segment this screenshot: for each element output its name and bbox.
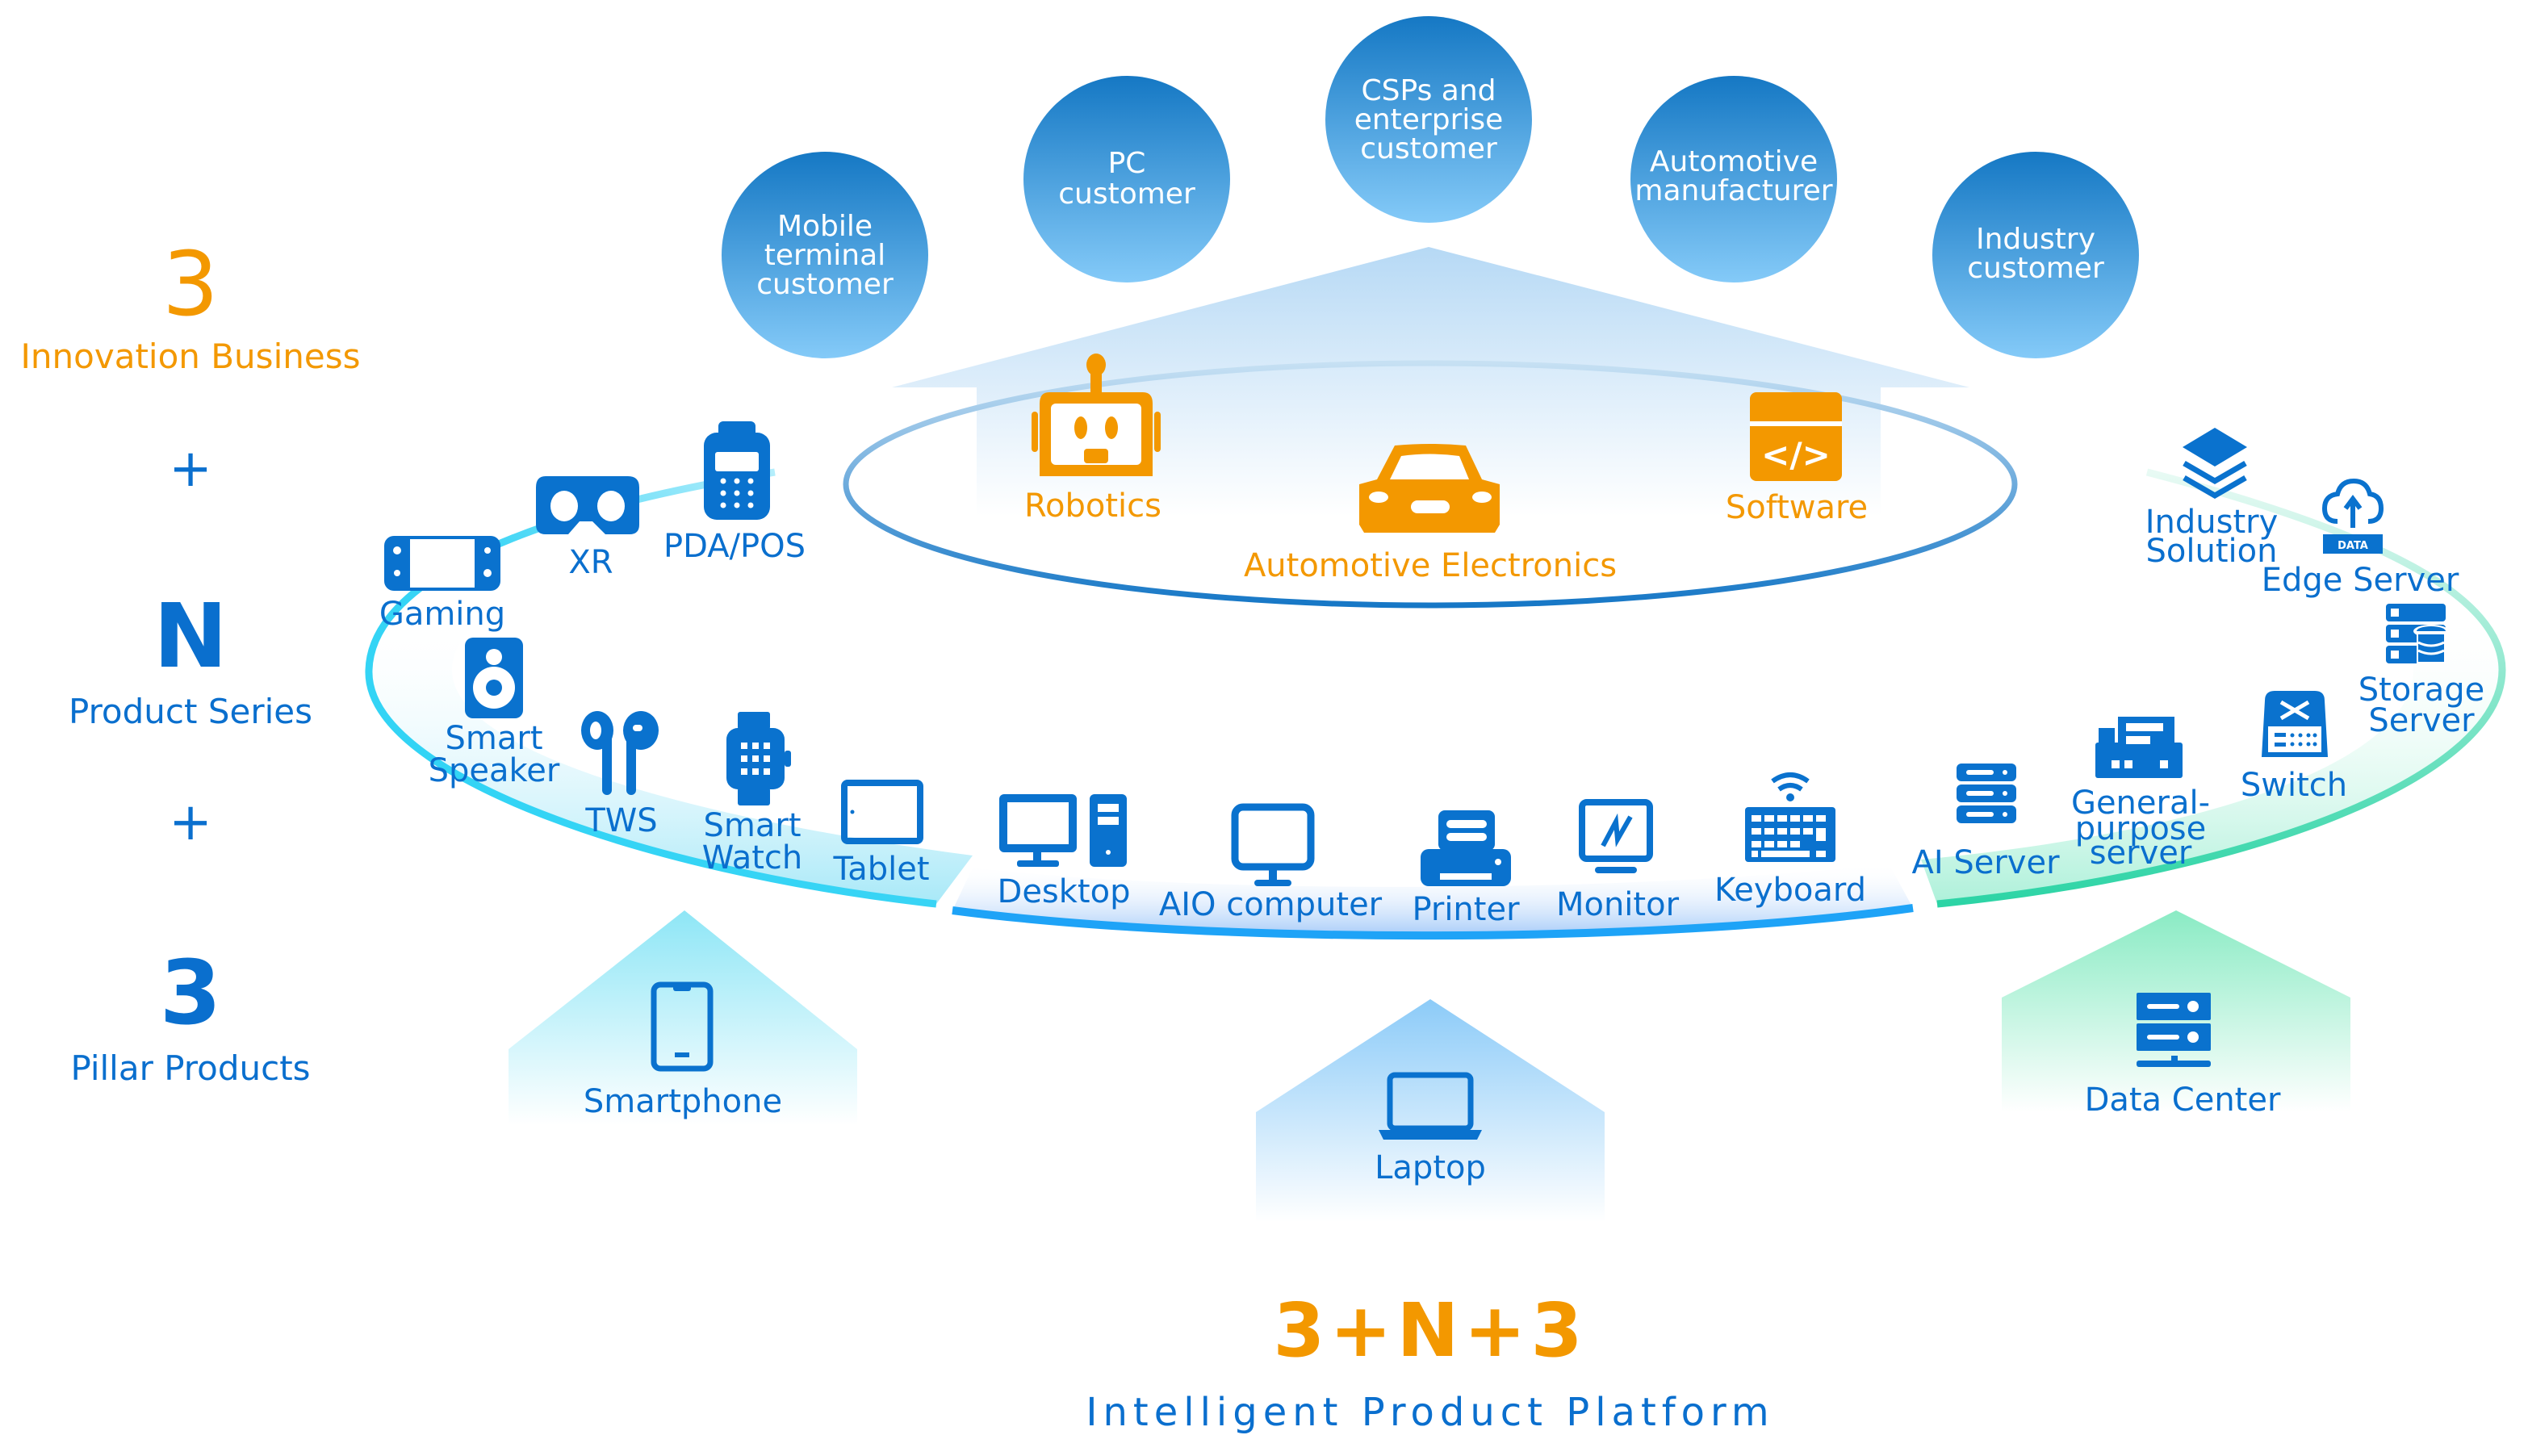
vr-headset-icon xyxy=(536,476,639,534)
switch-label: Switch xyxy=(2241,767,2347,804)
general-server-label-3: server xyxy=(2090,835,2192,872)
innovation-number: 3 xyxy=(162,232,219,336)
pda-pos-label: PDA/POS xyxy=(663,528,806,565)
upward-arrow xyxy=(892,247,1969,517)
svg-text:PC: PC xyxy=(1108,147,1146,180)
ai-server-label: AI Server xyxy=(1911,844,2060,881)
plus-sign: + xyxy=(169,439,212,499)
customer-circle: Mobile terminal customer xyxy=(722,152,928,358)
svg-text:customer: customer xyxy=(1058,178,1195,211)
speaker-icon xyxy=(465,638,523,718)
gaming-label: Gaming xyxy=(379,596,505,633)
platform-title: Intelligent Product Platform xyxy=(1086,1390,1774,1435)
plus-sign: + xyxy=(169,793,212,852)
network-switch-icon xyxy=(2262,691,2328,757)
mobile-series-arc xyxy=(366,484,973,904)
formula-title: 3+N+3 xyxy=(1273,1287,1587,1374)
printer-icon xyxy=(1421,810,1511,886)
customer-circle: Automotive manufacturer xyxy=(1630,76,1837,282)
innovation-label: Innovation Business xyxy=(21,337,361,376)
smartwatch-icon xyxy=(726,712,791,805)
customer-circle: Industry customer xyxy=(1932,152,2139,358)
smartphone-label: Smartphone xyxy=(584,1083,782,1120)
data-badge: DATA xyxy=(2338,540,2368,552)
left-legend: 3 Innovation Business + N Product Series… xyxy=(21,232,361,1088)
svg-text:CSPs and: CSPs and xyxy=(1362,74,1496,107)
tablet-label: Tablet xyxy=(832,851,929,888)
svg-text:Industry: Industry xyxy=(1976,223,2095,256)
pillar-label: Pillar Products xyxy=(70,1048,310,1088)
industry-solution-label-1: Industry xyxy=(2145,504,2279,541)
robot-icon xyxy=(1032,354,1161,476)
keyboard-label: Keyboard xyxy=(1714,872,1866,909)
earbuds-icon xyxy=(581,711,659,795)
speaker-label-2: Speaker xyxy=(429,752,560,789)
tablet-icon xyxy=(841,780,923,844)
smartphone-icon xyxy=(651,981,714,1072)
laptop-pillar xyxy=(1256,999,1605,1222)
svg-text:customer: customer xyxy=(1967,252,2104,285)
innovation-ellipse xyxy=(843,360,2018,609)
svg-text:customer: customer xyxy=(756,268,894,301)
laptop-icon xyxy=(1379,1072,1482,1140)
series-number: N xyxy=(153,584,228,688)
pillar-number: 3 xyxy=(160,941,222,1044)
general-server-label-2: purpose xyxy=(2075,810,2207,847)
svg-text:enterprise: enterprise xyxy=(1354,103,1504,136)
svg-text:Mobile: Mobile xyxy=(777,210,873,243)
customer-circle: CSPs and enterprise customer xyxy=(1325,16,1532,223)
code-window-icon: </> xyxy=(1750,392,1842,481)
gaming-console-icon xyxy=(384,536,500,591)
svg-text:</>: </> xyxy=(1761,435,1831,475)
robotics-label: Robotics xyxy=(1024,487,1161,525)
storage-server-label-2: Server xyxy=(2368,702,2475,739)
pc-series-band xyxy=(952,864,1913,936)
data-center-server-icon xyxy=(2137,993,2211,1067)
ai-server-icon xyxy=(1957,764,2016,823)
svg-text:manufacturer: manufacturer xyxy=(1634,174,1832,207)
car-icon xyxy=(1359,444,1500,533)
pc-series-arc xyxy=(952,904,1914,940)
layers-icon xyxy=(2183,428,2247,500)
svg-text:Automotive: Automotive xyxy=(1650,145,1818,178)
monitor-label: Monitor xyxy=(1556,886,1680,923)
software-label: Software xyxy=(1726,489,1868,526)
data-center-label: Data Center xyxy=(2085,1082,2281,1119)
customer-circle: PC customer xyxy=(1023,76,1230,282)
tws-label: TWS xyxy=(584,802,657,839)
cloud-upload-icon: DATA xyxy=(2321,478,2384,554)
svg-text:terminal: terminal xyxy=(764,239,885,272)
storage-server-label-1: Storage xyxy=(2358,672,2485,709)
watch-label-1: Smart xyxy=(704,807,802,844)
smartphone-pillar xyxy=(509,910,857,1125)
storage-server-icon xyxy=(2386,604,2449,663)
desktop-label: Desktop xyxy=(998,873,1131,910)
xr-label: XR xyxy=(568,544,613,581)
desktop-icon xyxy=(999,794,1127,867)
aio-label: AIO computer xyxy=(1159,886,1383,923)
edge-server-label: Edge Server xyxy=(2262,562,2459,599)
automotive-label: Automotive Electronics xyxy=(1244,547,1617,584)
general-server-icon xyxy=(2095,717,2183,778)
pos-terminal-icon xyxy=(704,421,770,520)
printer-label: Printer xyxy=(1412,891,1520,928)
speaker-label-1: Smart xyxy=(446,720,543,757)
aio-computer-icon xyxy=(1231,803,1315,886)
series-label: Product Series xyxy=(69,692,312,731)
dc-series-arc xyxy=(1921,484,2502,904)
general-server-label-1: General- xyxy=(2071,784,2210,822)
laptop-label: Laptop xyxy=(1375,1149,1486,1186)
watch-label-2: Watch xyxy=(702,839,803,877)
wireless-keyboard-icon xyxy=(1745,772,1835,862)
monitor-icon xyxy=(1579,799,1653,873)
svg-text:customer: customer xyxy=(1360,132,1497,165)
industry-solution-label-2: Solution xyxy=(2146,533,2278,570)
